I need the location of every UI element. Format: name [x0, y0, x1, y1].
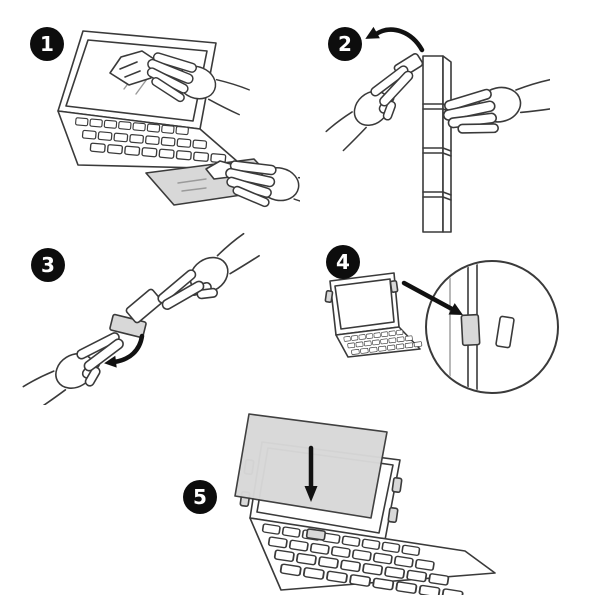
step-2-illustration — [324, 26, 550, 233]
step-5-illustration — [234, 413, 496, 595]
fold-direction-arrow — [111, 333, 145, 365]
step-2: 2 — [320, 10, 550, 235]
tab-on-left-bezel — [324, 290, 334, 303]
hand-peeling-tab — [324, 60, 427, 159]
tab-liner-removed — [495, 315, 515, 349]
peel-arrow-head-icon — [365, 26, 380, 39]
step-3: 3 — [20, 230, 280, 405]
step-4-number-badge: 4 — [326, 245, 360, 279]
slide-down-arrow-head-icon — [304, 486, 318, 502]
hand-peeling-liner — [152, 231, 266, 327]
hand-holding-tab — [21, 326, 136, 405]
right-tab-top — [391, 476, 403, 494]
tab-backing-liner — [125, 288, 163, 324]
fold-arrow-head-icon — [104, 355, 117, 368]
placement-arrow-head-icon — [448, 303, 463, 315]
tab-attached — [460, 313, 481, 347]
bottom-tab — [305, 528, 327, 541]
peel-direction-arrow — [373, 27, 425, 53]
hand-holding-strip — [439, 74, 550, 144]
adhesive-tab-strip — [422, 55, 444, 233]
step-1-number-badge: 1 — [30, 27, 64, 61]
step-5: 5 — [165, 400, 555, 595]
step-4-illustration — [324, 260, 559, 394]
step-5-number-badge: 5 — [183, 480, 217, 514]
magnified-bezel-view — [449, 262, 515, 392]
step-1: 1 — [20, 15, 300, 220]
right-tab-bottom — [387, 506, 399, 524]
placement-arrow — [401, 280, 455, 312]
step-2-number-badge: 2 — [328, 27, 362, 61]
step-3-number-badge: 3 — [31, 248, 65, 282]
step-3-illustration — [21, 231, 266, 405]
step-4: 4 — [300, 235, 580, 415]
step-1-illustration — [57, 30, 300, 220]
magnifier-circle — [425, 260, 559, 394]
tab-on-right-bezel — [389, 280, 399, 293]
